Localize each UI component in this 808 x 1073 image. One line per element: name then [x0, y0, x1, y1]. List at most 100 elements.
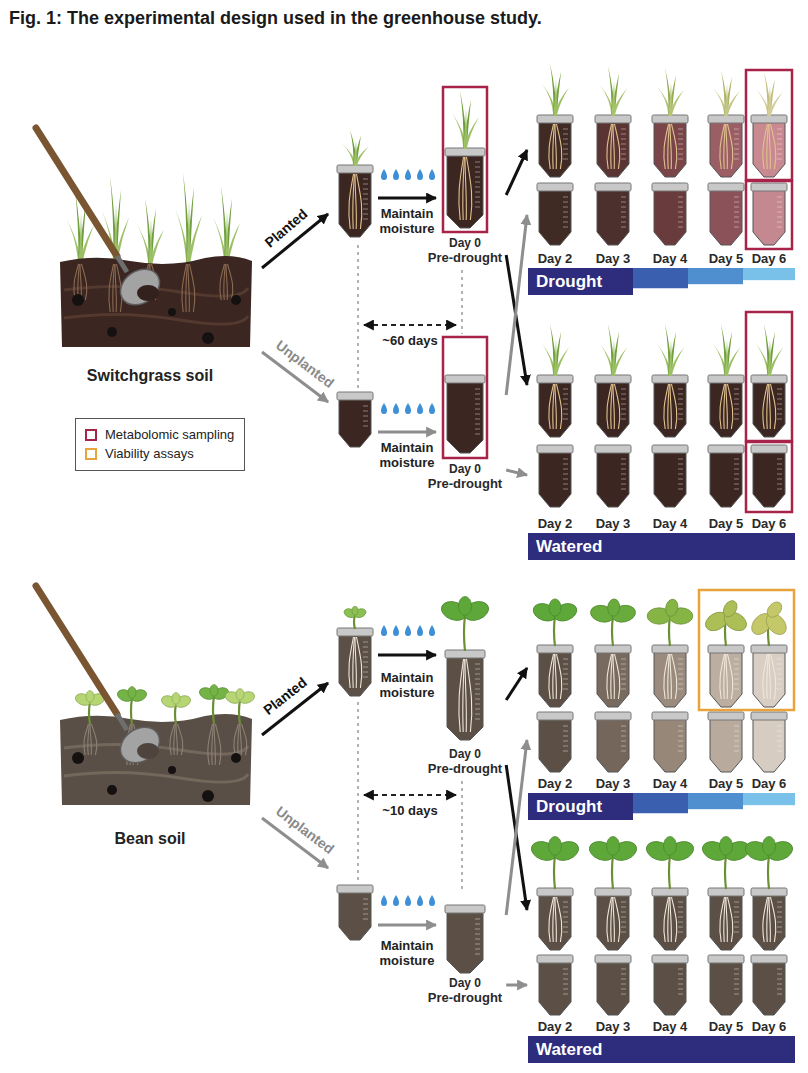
tube-tick: [621, 674, 626, 675]
grass-blade: [145, 198, 152, 268]
bean-leaf: [86, 691, 94, 703]
band-segment: [688, 268, 743, 284]
shovel-neck: [117, 256, 127, 272]
grass-blade: [764, 324, 771, 376]
root: [240, 724, 241, 755]
tube-tick: [363, 189, 368, 190]
tube-tick: [621, 479, 626, 480]
day-label: Day 3: [593, 251, 633, 266]
tube-cap: [751, 183, 787, 191]
tube-cap: [445, 148, 485, 156]
root: [549, 654, 554, 699]
tube-cap: [708, 645, 744, 653]
bean-stem: [612, 616, 613, 646]
tube-tick: [734, 159, 739, 160]
centrifuge-tube: [595, 645, 631, 707]
tube-body: [710, 382, 742, 437]
tube-body: [753, 382, 785, 437]
root: [611, 384, 613, 429]
root: [349, 637, 354, 688]
tube-tick: [475, 949, 480, 950]
tube-tick: [678, 902, 683, 903]
tube-tick: [563, 144, 568, 145]
bean-leaf: [549, 599, 561, 616]
roots: [84, 724, 97, 755]
tube-tick: [363, 899, 368, 900]
tube-tick: [734, 217, 739, 218]
soil-stratum: [64, 772, 248, 782]
tube-cap: [751, 445, 787, 453]
centrifuge-tube: [595, 115, 631, 177]
tube-tick: [621, 217, 626, 218]
tube-tick: [363, 662, 368, 663]
timepoint-label: Pre-drought: [428, 761, 502, 776]
tube-tick: [734, 746, 739, 747]
root: [84, 724, 89, 755]
root: [176, 724, 177, 755]
tube-tick: [678, 974, 683, 975]
shovel-blade: [114, 262, 167, 312]
water-drop: [393, 169, 399, 180]
tube-tick: [734, 484, 739, 485]
tube-tick: [734, 969, 739, 970]
tube-tick: [678, 659, 683, 660]
process-arrow: [378, 654, 436, 657]
root: [557, 897, 562, 942]
root: [726, 897, 727, 942]
branch-label: Unplanted: [264, 331, 345, 398]
centrifuge-tube: [652, 955, 688, 1015]
bean-plant: [587, 837, 639, 889]
soil-stratum: [64, 314, 248, 324]
grass-blade: [724, 340, 727, 376]
bean-plant: [343, 606, 367, 629]
tube-tick: [678, 459, 683, 460]
tube-tick: [734, 197, 739, 198]
step-label: Maintain moisture: [376, 938, 438, 968]
tube-tick: [678, 394, 683, 395]
centrifuge-tube: [708, 445, 744, 507]
tube-tick: [734, 979, 739, 980]
tube-tick: [363, 667, 368, 668]
tube-cap: [708, 115, 744, 123]
root: [763, 124, 768, 169]
tube-body: [597, 962, 629, 1015]
tube-tick: [621, 389, 626, 390]
tube-tick: [777, 927, 782, 928]
grass-plant: [756, 72, 783, 116]
tube-body: [654, 652, 686, 707]
root: [611, 897, 613, 942]
legend-row: Metabolomic sampling: [85, 427, 234, 443]
legend-text: Metabolomic sampling: [105, 427, 234, 443]
tube-tick: [475, 187, 480, 188]
tube-tick: [475, 202, 480, 203]
tube-tick: [621, 489, 626, 490]
root: [607, 384, 612, 429]
tube-tick: [734, 736, 739, 737]
tube-tick: [734, 902, 739, 903]
roots: [208, 724, 221, 765]
tube-tick: [777, 134, 782, 135]
tube-tick: [563, 674, 568, 675]
bean-stem: [554, 855, 555, 889]
root: [726, 124, 727, 169]
water-drop: [405, 403, 411, 414]
root: [216, 724, 221, 765]
tube-tick: [678, 159, 683, 160]
tube-tick: [678, 489, 683, 490]
label-holder: Day 4: [650, 251, 690, 266]
tube-tick: [563, 969, 568, 970]
tube-tick: [621, 139, 626, 140]
tube-tick: [363, 416, 368, 417]
bean-leaf: [763, 837, 776, 856]
pebble: [168, 766, 176, 774]
centrifuge-tube: [652, 445, 688, 507]
metabolomic-sampling-box: [443, 87, 487, 232]
tube-tick: [777, 394, 782, 395]
tube-body: [539, 122, 571, 177]
tube-body: [654, 895, 686, 950]
tube-tick: [475, 954, 480, 955]
root: [208, 724, 213, 765]
tube-tick: [475, 714, 480, 715]
tube-tick: [475, 679, 480, 680]
bean-leaf: [607, 599, 620, 617]
